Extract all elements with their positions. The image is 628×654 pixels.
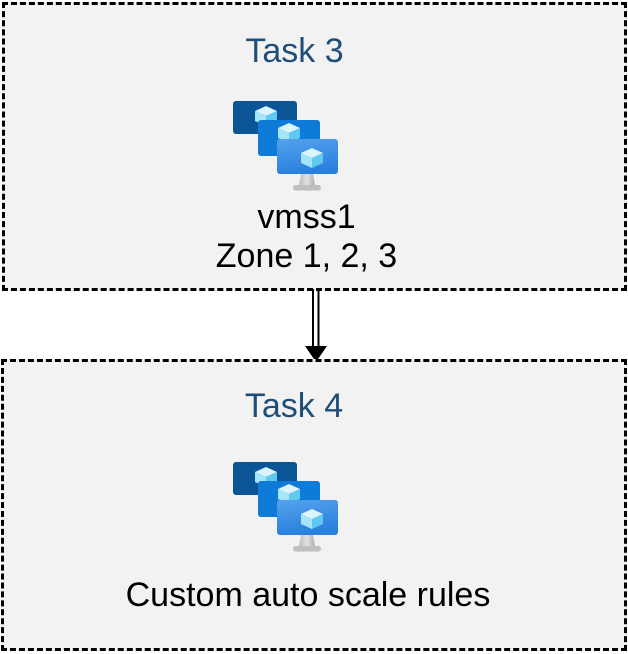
task4-title: Task 4	[244, 387, 344, 425]
vmss-zones-label: Zone 1, 2, 3	[215, 237, 398, 275]
down-arrow-connector	[305, 289, 327, 362]
autoscale-rules-label: Custom auto scale rules	[125, 576, 491, 614]
vm-scale-sets-icon	[233, 101, 338, 191]
vm-scale-sets-icon	[233, 462, 338, 552]
task4-box: Task 4	[1, 359, 627, 651]
task4-caption: Custom auto scale rules	[0, 576, 618, 615]
task3-box: Task 3	[2, 2, 627, 291]
vmss-name-label: vmss1	[257, 198, 356, 236]
task3-title: Task 3	[245, 32, 344, 70]
task3-caption: vmss1 Zone 1, 2, 3	[0, 198, 616, 276]
